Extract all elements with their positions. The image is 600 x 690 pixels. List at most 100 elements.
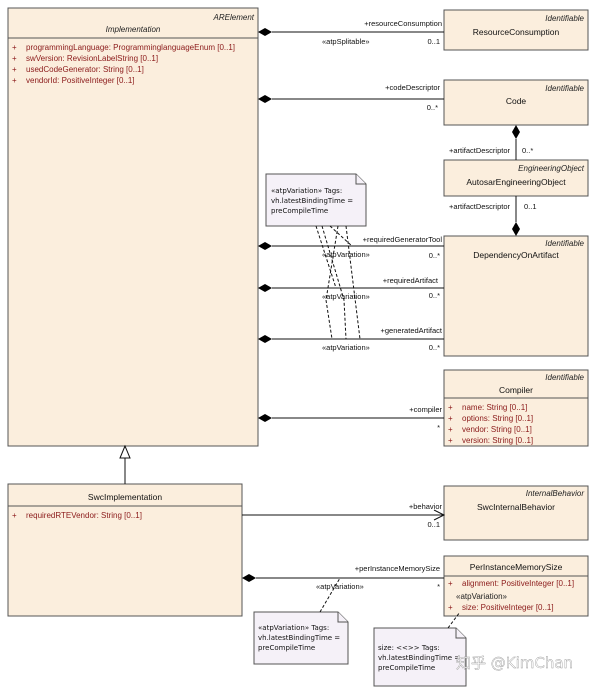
attr-marker: +: [12, 65, 17, 74]
composition-diamond: [258, 242, 272, 250]
class-dependency-on-artifact[interactable]: Identifiable DependencyOnArtifact: [443, 235, 589, 357]
note-anchor-line: [447, 611, 461, 629]
attr-marker: +: [448, 436, 453, 445]
note-line: vh.latestBindingTime =: [258, 634, 340, 642]
mult-per-instance-memory-size: *: [437, 582, 440, 591]
assoc-required-artifact: +requiredArtifact «atpVariation» 0..*: [258, 276, 444, 301]
assoc-artifact-descriptor-dep: +artifactDescriptor 0..1: [449, 196, 537, 236]
class-autosar-engineering-object[interactable]: EngineeringObject AutosarEngineeringObje…: [443, 159, 589, 197]
attr-required-rte-vendor: requiredRTEVendor: String [0..1]: [26, 511, 142, 520]
attr-compiler-options: options: String [0..1]: [462, 414, 533, 423]
attr-compiler-version: version: String [0..1]: [462, 436, 533, 445]
compiler-name: Compiler: [499, 385, 533, 395]
composition-diamond: [258, 335, 272, 343]
code-name: Code: [506, 96, 527, 106]
role-code-descriptor: +codeDescriptor: [385, 83, 440, 92]
role-required-artifact: +requiredArtifact: [383, 276, 439, 285]
note-line: «atpVariation» Tags:: [258, 624, 329, 632]
composition-diamond: [258, 414, 272, 422]
navigation-arrow: [433, 509, 446, 521]
stereo-atp-variation: «atpVariation»: [322, 292, 370, 301]
swc-implementation-name: SwcImplementation: [88, 492, 162, 502]
note-impl-variation: «atpVariation» Tags: vh.latestBindingTim…: [265, 173, 367, 227]
attr-programming-language: programmingLanguage: Programminglanguage…: [26, 43, 235, 52]
attr-sw-version: swVersion: RevisionLabelString [0..1]: [26, 54, 158, 63]
role-generated-artifact: +generatedArtifact: [381, 326, 443, 335]
note-anchor-lines: [315, 225, 361, 340]
mult-behavior: 0..1: [427, 520, 440, 529]
assoc-resource-consumption: +resourceConsumption «atpSplitable» 0..1: [258, 19, 444, 46]
note-size: size: <<>> Tags: vh.latestBindingTime = …: [373, 627, 467, 687]
class-compiler[interactable]: Identifiable Compiler + name: String [0.…: [443, 369, 589, 447]
assoc-compiler: +compiler *: [258, 405, 444, 432]
swc-internal-behavior-name: SwcInternalBehavior: [477, 502, 555, 512]
dependency-on-artifact-stereotype: Identifiable: [545, 239, 584, 248]
attr-marker: +: [448, 579, 453, 588]
class-per-instance-memory-size[interactable]: PerInstanceMemorySize + alignment: Posit…: [443, 555, 589, 617]
mult-resource-consumption: 0..1: [427, 37, 440, 46]
class-code[interactable]: Identifiable Code: [443, 79, 589, 126]
note-line: preCompileTime: [271, 207, 328, 215]
mult-artifact-descriptor-code: 0..*: [522, 146, 533, 155]
stereo-atp-splitable: «atpSplitable»: [322, 37, 370, 46]
composition-diamond: [258, 284, 272, 292]
role-resource-consumption: +resourceConsumption: [364, 19, 442, 28]
attr-used-code-generator: usedCodeGenerator: String [0..1]: [26, 65, 144, 74]
generalization-swc-implementation: [119, 444, 131, 484]
note-swc-variation: «atpVariation» Tags: vh.latestBindingTim…: [253, 611, 349, 665]
swc-internal-behavior-stereotype: InternalBehavior: [526, 489, 585, 498]
attr-marker: +: [12, 76, 17, 85]
generalization-arrow: [119, 444, 131, 459]
note-line: preCompileTime: [378, 664, 435, 672]
class-swc-internal-behavior[interactable]: InternalBehavior SwcInternalBehavior: [443, 485, 589, 541]
attr-marker: +: [12, 43, 17, 52]
dependency-on-artifact-name: DependencyOnArtifact: [473, 250, 559, 260]
note-line: preCompileTime: [258, 644, 315, 652]
class-resource-consumption[interactable]: Identifiable ResourceConsumption: [443, 9, 589, 51]
composition-diamond: [512, 222, 520, 236]
per-instance-memory-size-name: PerInstanceMemorySize: [470, 562, 563, 572]
autosar-engineering-object-name: AutosarEngineeringObject: [466, 177, 566, 187]
role-artifact-descriptor-code: +artifactDescriptor: [449, 146, 511, 155]
composition-diamond: [258, 28, 272, 36]
mult-code-descriptor: 0..*: [427, 103, 438, 112]
stereo-atp-variation: «atpVariation»: [322, 250, 370, 259]
note-line: «atpVariation» Tags:: [271, 187, 342, 195]
assoc-required-generator-tool: +requiredGeneratorTool «atpVariation» 0.…: [258, 235, 444, 260]
mult-required-artifact: 0..*: [429, 291, 440, 300]
implementation-stereotype: ARElement: [213, 13, 255, 22]
implementation-name: Implementation: [106, 25, 161, 34]
class-implementation[interactable]: ARElement Implementation + programmingLa…: [7, 7, 259, 447]
note-line: size: <<>> Tags:: [378, 644, 440, 652]
role-behavior: +behavior: [409, 502, 443, 511]
role-artifact-descriptor-dep: +artifactDescriptor: [449, 202, 511, 211]
watermark: 知乎 @KimChan: [456, 654, 573, 672]
attr-size: size: PositiveInteger [0..1]: [462, 603, 554, 612]
assoc-artifact-descriptor-code: +artifactDescriptor 0..*: [449, 125, 533, 160]
composition-diamond: [512, 125, 520, 139]
role-required-generator-tool: +requiredGeneratorTool: [363, 235, 443, 244]
note-line: vh.latestBindingTime =: [271, 197, 353, 205]
assoc-generated-artifact: +generatedArtifact «atpVariation» 0..*: [258, 326, 444, 352]
assoc-behavior: +behavior 0..1: [242, 502, 446, 529]
assoc-per-instance-memory-size: +perInstanceMemorySize «atpVariation» *: [242, 564, 444, 591]
mult-required-generator-tool: 0..*: [429, 251, 440, 260]
attr-alignment: alignment: PositiveInteger [0..1]: [462, 579, 574, 588]
stereo-atp-variation: «atpVariation»: [322, 343, 370, 352]
assoc-code-descriptor: +codeDescriptor 0..*: [258, 83, 444, 112]
attr-marker: +: [448, 425, 453, 434]
class-swc-implementation[interactable]: SwcImplementation + requiredRTEVendor: S…: [7, 483, 243, 617]
attr-compiler-name: name: String [0..1]: [462, 403, 527, 412]
resource-consumption-stereotype: Identifiable: [545, 14, 584, 23]
mult-compiler: *: [437, 423, 440, 432]
note-line: vh.latestBindingTime =: [378, 654, 460, 662]
attr-compiler-vendor: vendor: String [0..1]: [462, 425, 532, 434]
composition-diamond: [242, 574, 256, 582]
code-stereotype: Identifiable: [545, 84, 584, 93]
compiler-stereotype: Identifiable: [545, 373, 584, 382]
role-per-instance-memory-size: +perInstanceMemorySize: [355, 564, 440, 573]
mult-generated-artifact: 0..*: [429, 343, 440, 352]
size-variation-stereotype: «atpVariation»: [456, 592, 508, 601]
note-anchor-line: [319, 577, 341, 613]
